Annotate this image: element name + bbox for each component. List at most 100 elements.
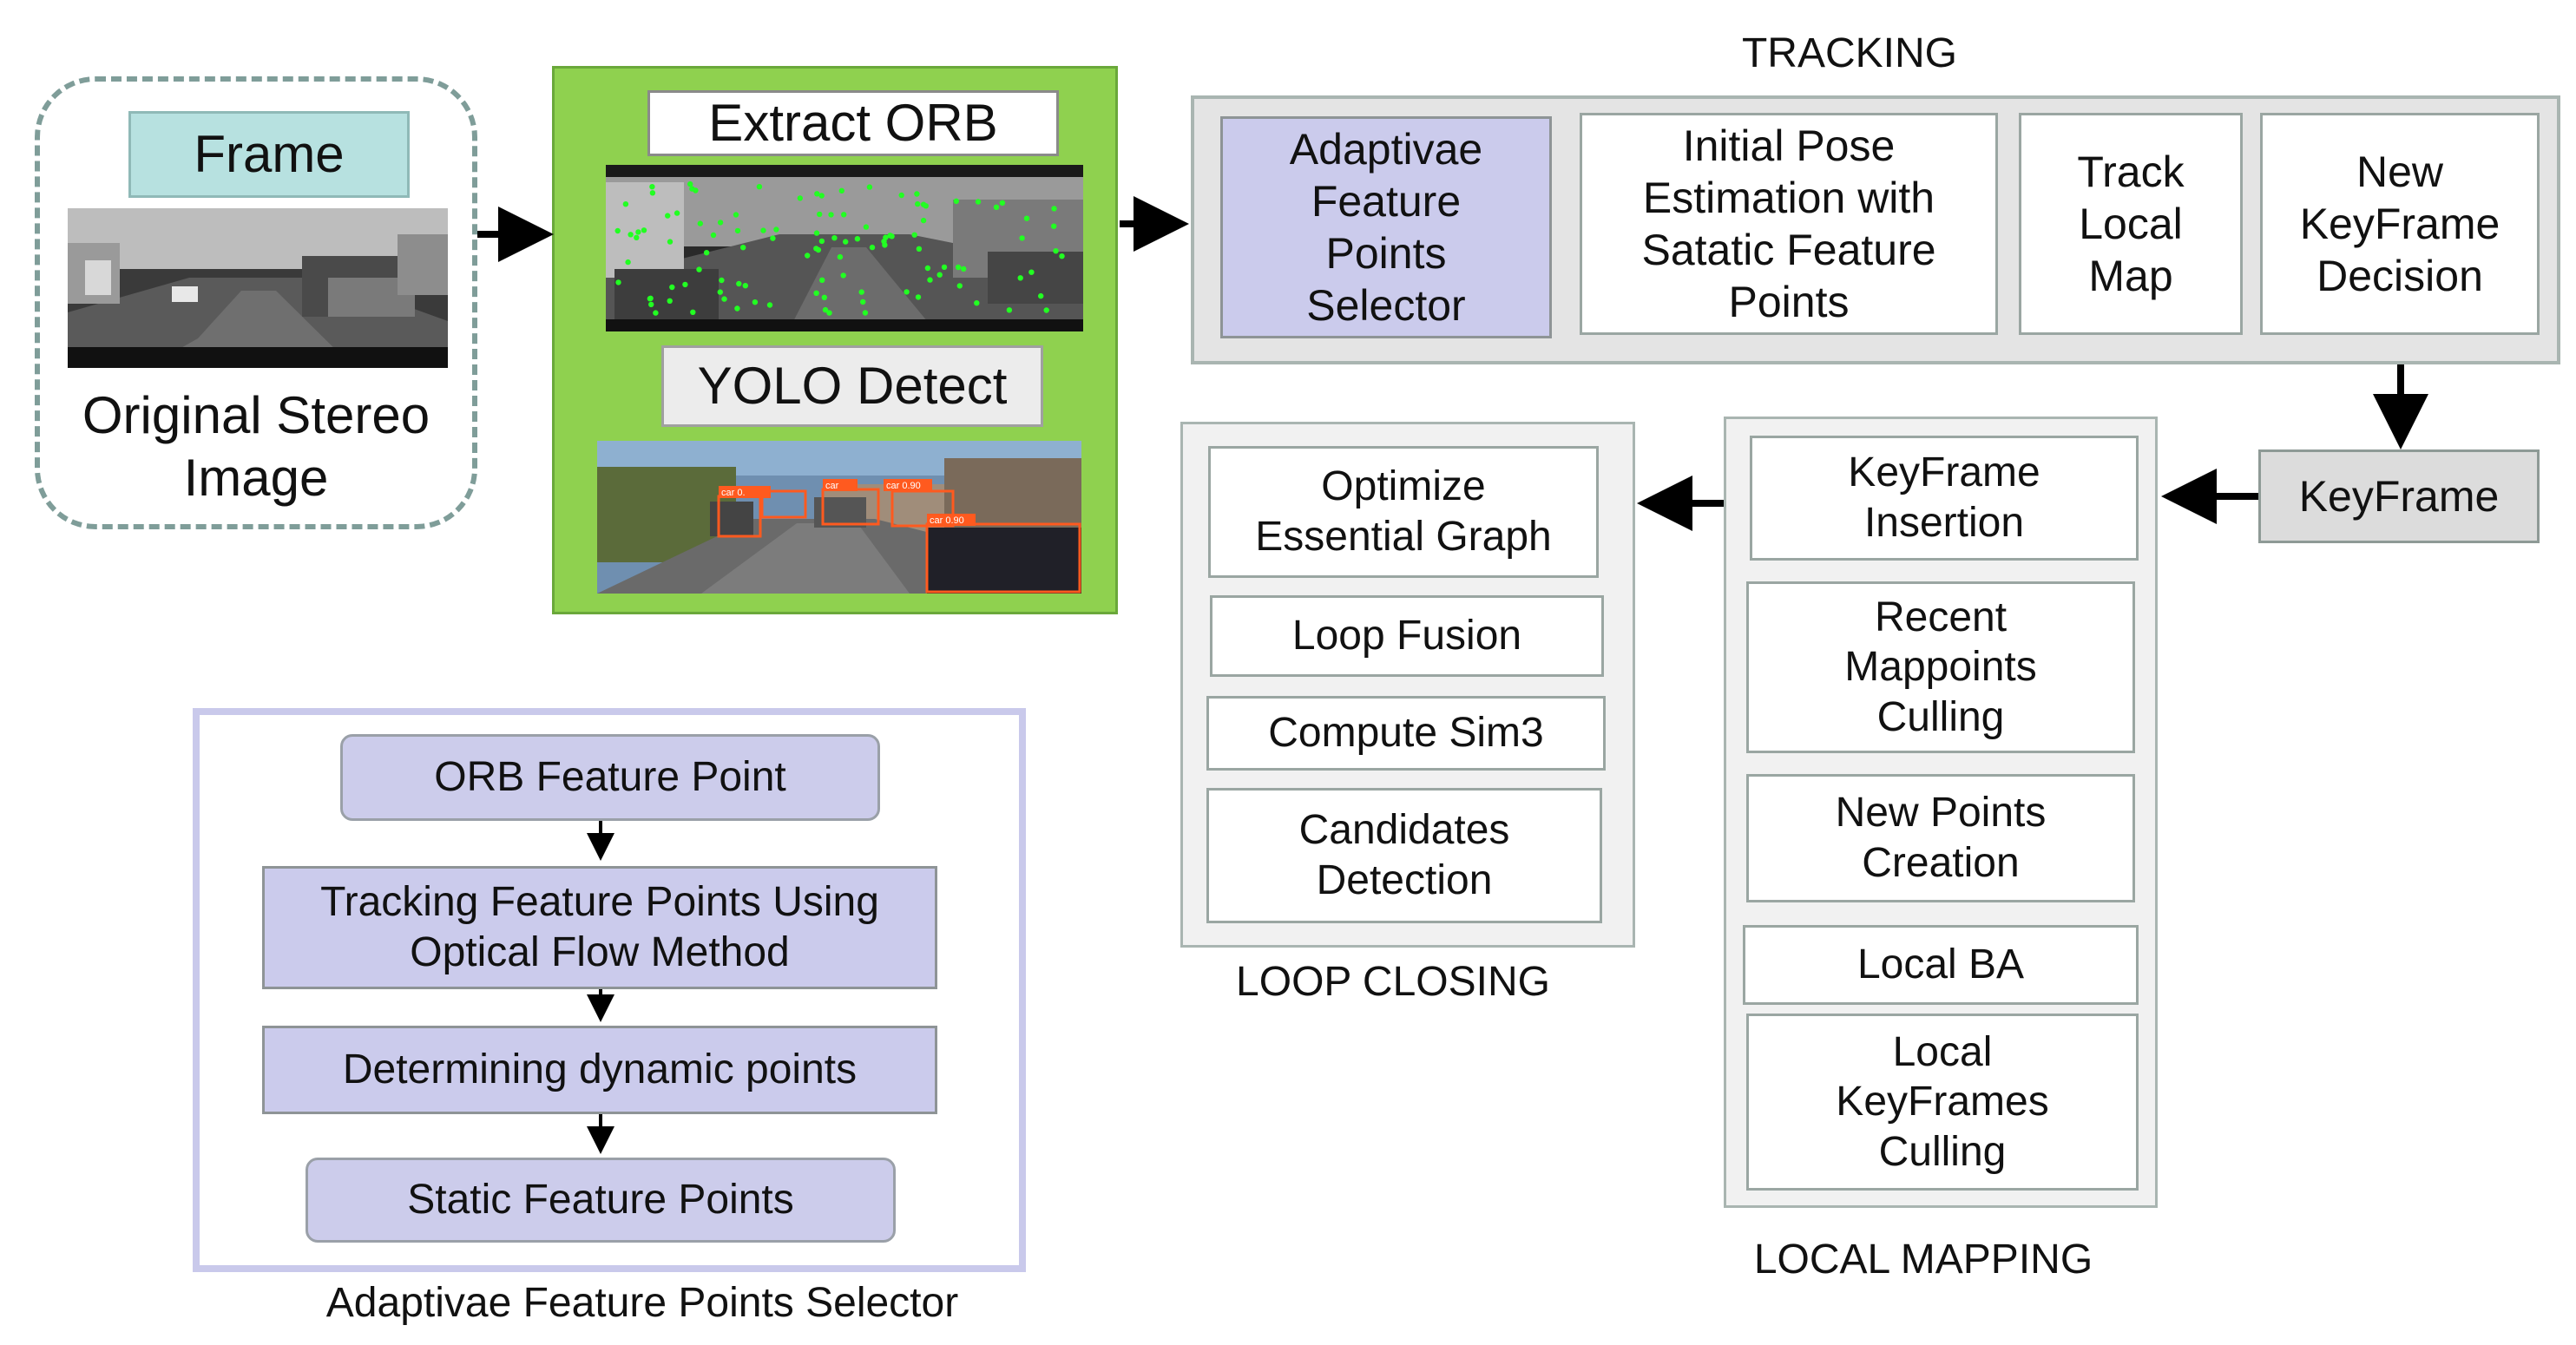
yolo-tag: car 0.90	[886, 481, 921, 491]
yolo-tag: car 0.	[721, 488, 746, 498]
loop-closing-title: LOOP CLOSING	[1236, 959, 1550, 1005]
orb-feature-point	[843, 239, 849, 245]
mapping-local-ba-box: Local BA	[1743, 925, 2139, 1005]
orb-feature-point	[742, 283, 748, 289]
orb-feature-point	[635, 229, 641, 235]
extract-orb-label: Extract ORB	[647, 90, 1059, 156]
loop-optimize-graph-box: Optimize Essential Graph	[1208, 446, 1599, 578]
orb-feature-point	[813, 230, 820, 236]
orb-feature-point	[689, 186, 695, 192]
orb-feature-point	[869, 244, 876, 251]
orb-feature-point	[1017, 275, 1023, 281]
orb-feature-point	[927, 277, 933, 283]
orb-feature-point	[669, 284, 675, 291]
orb-feature-point	[628, 232, 634, 238]
orb-feature-image	[606, 165, 1083, 331]
mapping-keyframes-culling-box: Local KeyFrames Culling	[1746, 1014, 2139, 1191]
orb-feature-point	[703, 250, 710, 256]
yolo-detection-image: car 0. car car 0.90 car 0.90	[597, 441, 1081, 594]
tracking-keyframe-decision-box: New KeyFrame Decision	[2260, 113, 2540, 335]
orb-feature-point	[756, 184, 763, 190]
orb-feature-point	[615, 279, 621, 285]
yolo-detect-label: YOLO Detect	[661, 345, 1043, 427]
orb-feature-point	[1053, 248, 1059, 254]
orb-feature-point	[826, 310, 832, 316]
orb-feature-point	[797, 195, 803, 201]
orb-feature-point	[1019, 235, 1025, 241]
orb-feature-point	[625, 259, 631, 266]
orb-feature-point	[837, 253, 844, 260]
orb-feature-point	[740, 245, 746, 251]
local-mapping-title: LOCAL MAPPING	[1753, 1237, 2093, 1283]
orb-feature-point	[838, 187, 844, 194]
orb-feature-point	[734, 305, 740, 312]
tracking-title: TRACKING	[1741, 30, 1957, 76]
orb-feature-point	[665, 213, 671, 219]
orb-feature-point	[858, 289, 864, 295]
orb-feature-point	[1051, 206, 1057, 212]
selector-step-dynamic: Determining dynamic points	[262, 1026, 937, 1114]
loop-candidates-detection-box: Candidates Detection	[1206, 788, 1602, 923]
selector-step-orb: ORB Feature Point	[340, 734, 880, 821]
orb-feature-point	[1028, 269, 1035, 275]
tracking-local-map-box: Track Local Map	[2019, 113, 2243, 335]
keyframe-box: KeyFrame	[2258, 449, 2540, 543]
orb-feature-point	[674, 210, 680, 216]
orb-feature-point	[634, 234, 640, 240]
orb-feature-point	[622, 201, 629, 207]
orb-feature-point	[696, 266, 702, 272]
orb-feature-point	[649, 184, 655, 190]
input-caption: Original Stereo Image	[82, 386, 430, 507]
stereo-image	[68, 208, 448, 368]
loop-compute-sim3-box: Compute Sim3	[1206, 696, 1606, 771]
orb-feature-point	[914, 191, 920, 197]
orb-feature-point	[862, 310, 869, 316]
orb-feature-point	[766, 302, 773, 308]
orb-feature-point	[999, 200, 1006, 206]
orb-feature-point	[721, 296, 727, 302]
orb-feature-point	[710, 232, 717, 239]
orb-feature-point	[717, 289, 723, 295]
orb-feature-point	[818, 193, 825, 199]
orb-feature-point	[854, 236, 861, 242]
orb-feature-point	[1023, 215, 1030, 221]
orb-feature-point	[719, 277, 725, 284]
orb-feature-point	[614, 227, 621, 234]
orb-feature-point	[733, 212, 739, 218]
orb-feature-point	[817, 211, 823, 218]
orb-feature-point	[822, 306, 829, 313]
selector-step-optical-flow: Tracking Feature Points Using Optical Fl…	[262, 866, 937, 989]
orb-feature-point	[866, 184, 873, 190]
orb-feature-point	[956, 283, 963, 289]
orb-feature-point	[1006, 307, 1013, 313]
orb-feature-point	[649, 190, 656, 196]
orb-feature-point	[752, 299, 759, 305]
orb-feature-point	[821, 294, 827, 300]
orb-feature-point	[814, 191, 820, 197]
frame-label: Frame	[128, 111, 410, 198]
orb-feature-point	[904, 289, 910, 295]
orb-feature-point	[941, 264, 948, 271]
orb-feature-point	[734, 227, 741, 234]
orb-feature-point	[770, 235, 776, 241]
mapping-mappoints-culling-box: Recent Mappoints Culling	[1746, 581, 2135, 753]
orb-feature-point	[667, 239, 674, 245]
orb-feature-point	[961, 266, 967, 272]
orb-feature-point	[863, 224, 870, 230]
orb-feature-point	[1038, 292, 1044, 299]
orb-feature-point	[648, 301, 654, 308]
orb-feature-point	[860, 299, 866, 305]
orb-feature-point	[915, 294, 922, 300]
orb-feature-point	[898, 192, 904, 199]
orb-feature-point	[974, 300, 980, 306]
selector-caption: Adaptivae Feature Points Selector	[325, 1280, 959, 1326]
orb-feature-point	[828, 212, 834, 218]
orb-feature-point	[736, 280, 742, 287]
tracking-initial-pose-box: Initial Pose Estimation with Satatic Fea…	[1580, 113, 1998, 335]
orb-feature-point	[697, 220, 703, 226]
orb-feature-point	[953, 198, 959, 204]
orb-feature-point	[840, 272, 846, 279]
orb-feature-point	[887, 233, 893, 239]
yolo-tag: car	[825, 481, 839, 491]
orb-feature-point	[647, 296, 654, 302]
